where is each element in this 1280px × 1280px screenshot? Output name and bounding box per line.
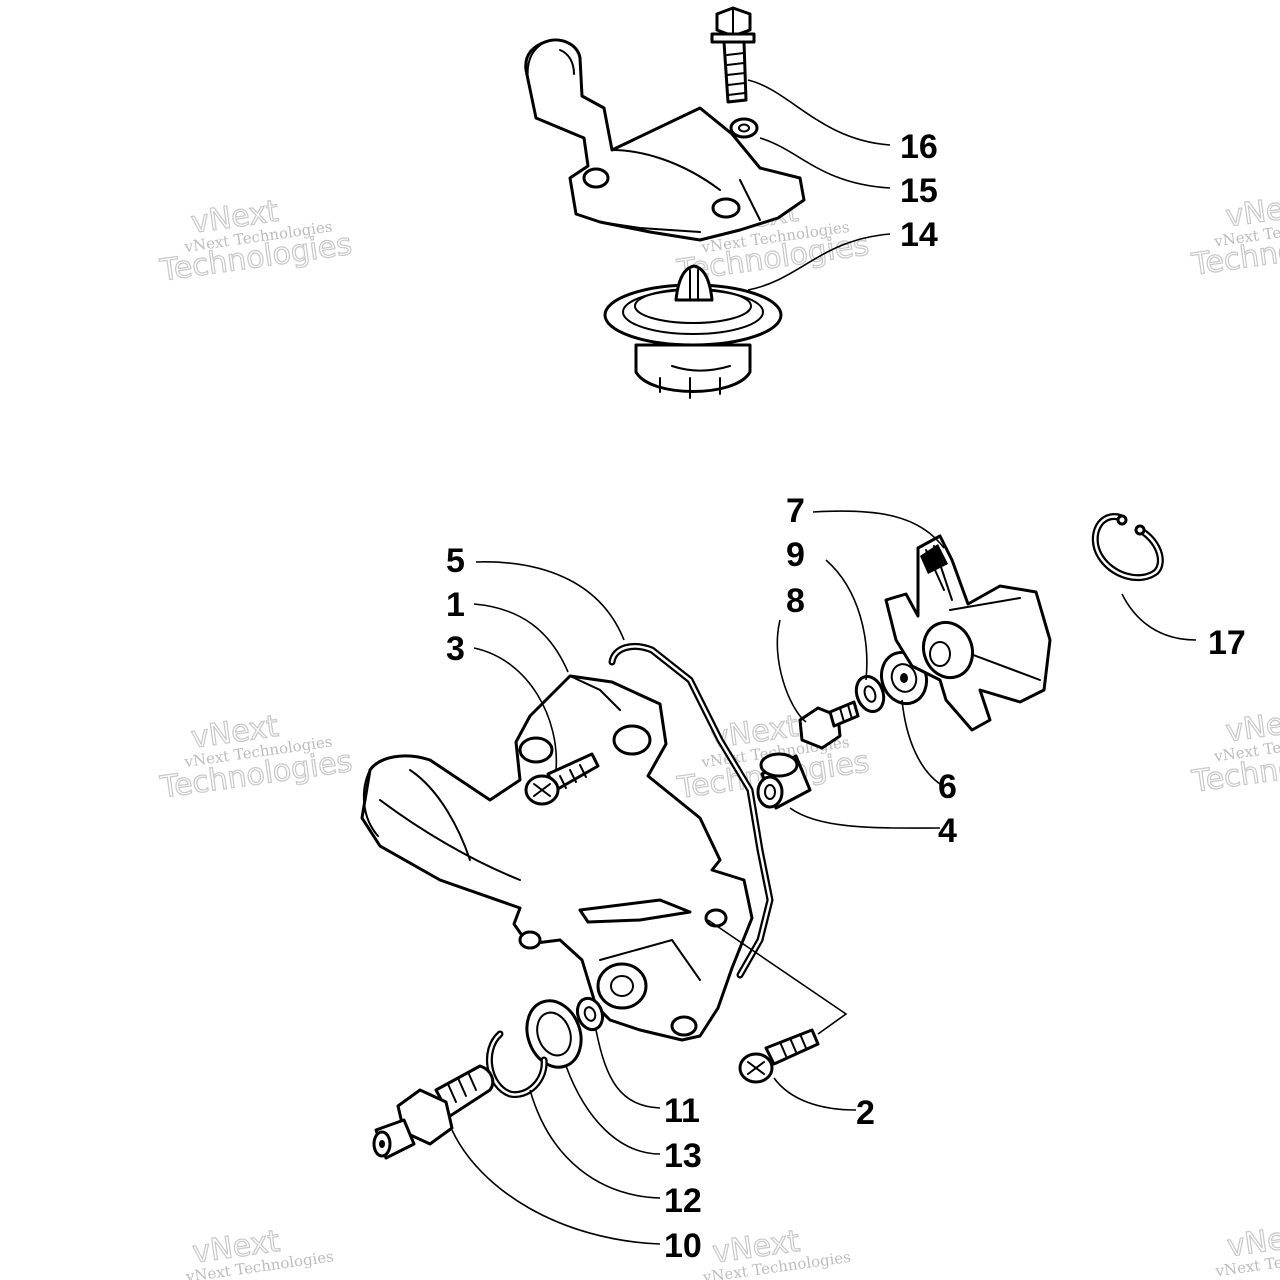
watermark-middle-right: vNext Technologies vNext Technologies (1189, 702, 1280, 800)
part-2-screw (738, 1028, 820, 1084)
callout-6: 6 (938, 768, 957, 806)
watermark-bottom-center: vNext vNext Technologies (701, 1223, 852, 1280)
leader-lines (451, 79, 1197, 1245)
callout-11: 11 (664, 1092, 700, 1130)
callout-16: 16 (900, 128, 938, 166)
part-10-bleed-valve (372, 1064, 495, 1160)
callout-8: 8 (786, 582, 805, 620)
callout-14: 14 (900, 216, 938, 254)
part-12-snap-ring (485, 1030, 548, 1098)
part-5-gasket (608, 643, 774, 979)
part-15-washer (729, 117, 759, 139)
watermark-top-left: vNext Technologies vNext Technologies (157, 193, 355, 289)
callout-3: 3 (446, 630, 465, 668)
watermark-top-right: vNext Technologies vNext Technologies (1188, 187, 1280, 283)
part-13-ring (525, 999, 583, 1069)
part-8-bolt (798, 700, 860, 750)
part-16-bolt (710, 6, 756, 104)
part-4-spacer (756, 752, 812, 810)
watermark-bottom-right: vNext vNext Technologies (1213, 1217, 1280, 1280)
thermostat-housing (524, 38, 806, 242)
callout-10: 10 (664, 1227, 702, 1265)
callout-9: 9 (786, 536, 805, 574)
part-17-circlip (1091, 513, 1164, 582)
callout-4: 4 (938, 812, 957, 850)
callout-7: 7 (786, 492, 805, 530)
part-14-thermostat (603, 264, 783, 399)
part-1-pump-housing (360, 674, 754, 1042)
callout-15: 15 (900, 172, 938, 210)
part-11-washer (575, 996, 605, 1032)
watermark-middle-left: vNext Technologies vNext Technologies (157, 708, 355, 806)
part-3-screw (524, 752, 600, 806)
callout-12: 12 (664, 1182, 702, 1220)
callout-labels: 16 15 14 7 9 8 5 1 3 17 6 4 11 2 13 12 1… (446, 128, 1246, 1265)
watermark-bottom-left: vNext vNext Technologies (184, 1223, 335, 1280)
callout-13: 13 (664, 1137, 702, 1175)
callout-5: 5 (446, 542, 465, 580)
part-9-washer (854, 675, 886, 713)
part-7-impeller (884, 534, 1052, 732)
callout-2: 2 (856, 1094, 875, 1132)
callout-1: 1 (446, 586, 465, 624)
callout-17: 17 (1208, 624, 1246, 662)
